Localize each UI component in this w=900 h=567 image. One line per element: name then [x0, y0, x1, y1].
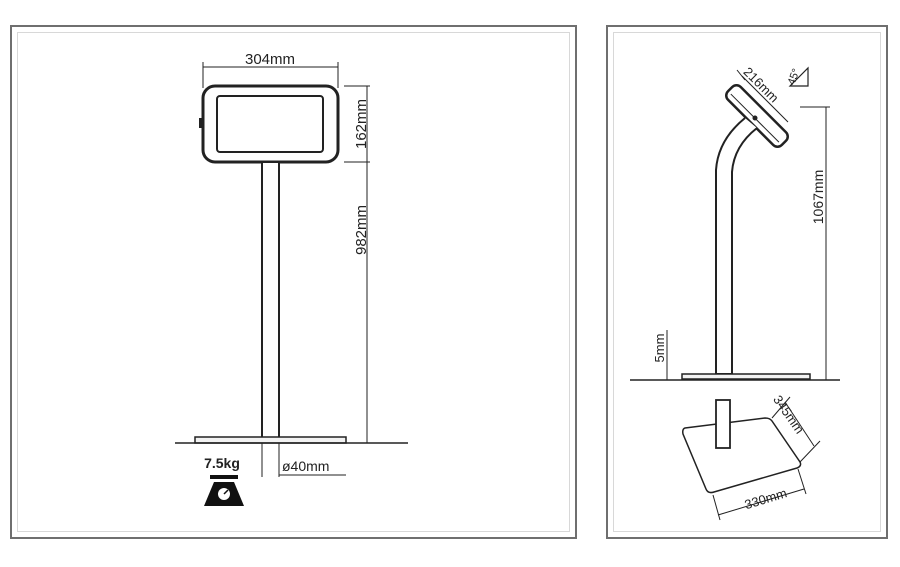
- base-plate: [194, 436, 347, 444]
- side-base-plate: [681, 373, 811, 380]
- angle-label: 45°: [786, 67, 803, 87]
- weight-label: 7.5kg: [204, 455, 240, 471]
- width-extension-left-base: [712, 494, 721, 521]
- side-button: [199, 118, 203, 128]
- pole: [261, 161, 280, 441]
- length-extension-right: [799, 440, 821, 463]
- front-view: [175, 62, 408, 506]
- width-label: 304mm: [245, 51, 295, 68]
- length-extension-left: [771, 396, 791, 419]
- front-view-panel: [10, 25, 577, 539]
- pole-stub-top-view: [715, 399, 731, 449]
- side-view: [630, 66, 840, 521]
- depth-dimension-line: [741, 75, 789, 123]
- pole-diameter-label: ø40mm: [282, 458, 329, 474]
- weight-scale-icon: [204, 475, 244, 506]
- tablet-screen: [216, 95, 324, 153]
- side-pole: [715, 117, 758, 375]
- base-width-label: 330mm: [743, 485, 789, 512]
- angle-marker-icon: [788, 66, 809, 87]
- pole-height-label: 982mm: [353, 205, 370, 255]
- tablet-depth-label: 216mm: [741, 64, 782, 105]
- width-extension-right-base: [797, 468, 807, 495]
- tablet-enclosure: [201, 84, 340, 164]
- length-dimension-line: [784, 401, 815, 447]
- total-height-label: 1067mm: [810, 170, 826, 224]
- base-plate-top-view: [682, 417, 802, 494]
- base-thickness-label: 5mm: [652, 334, 667, 363]
- pivot-point: [752, 115, 758, 121]
- panel-height-label: 162mm: [353, 99, 370, 149]
- base-width-dimension-line: [717, 488, 805, 516]
